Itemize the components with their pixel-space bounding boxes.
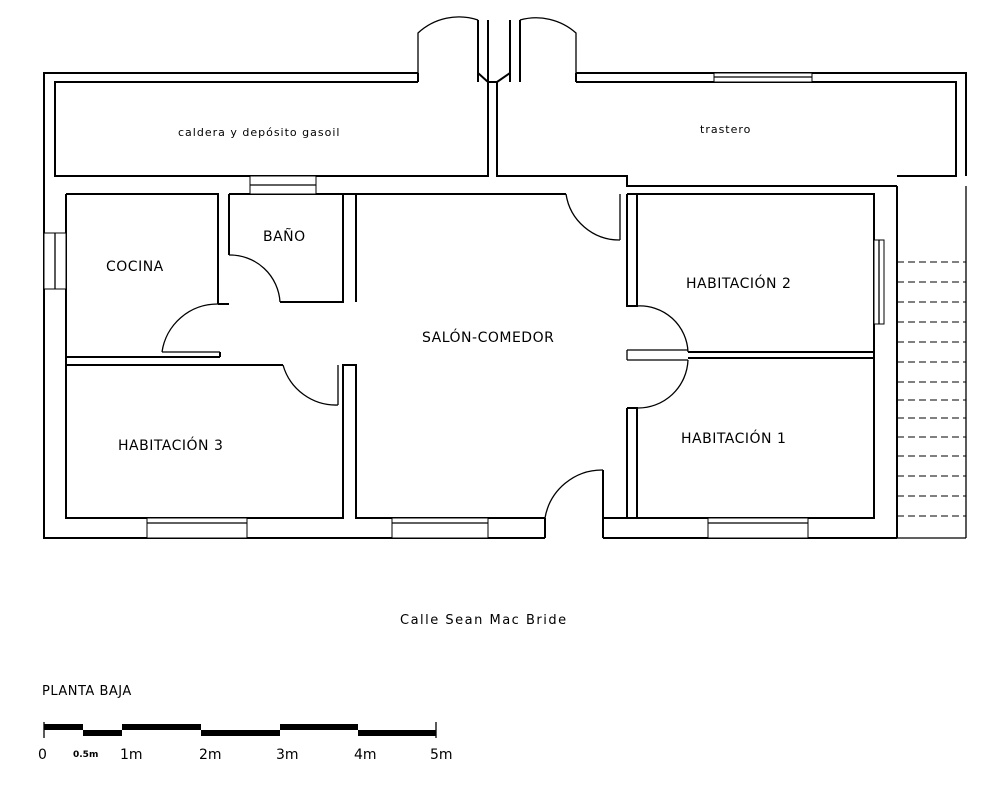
scale-label-0-5m: 0.5m <box>73 750 98 760</box>
scale-segment <box>122 724 201 730</box>
room-label-trastero: trastero <box>700 123 751 136</box>
scale-label-0: 0 <box>38 747 47 763</box>
scale-label-2m: 2m <box>199 747 222 763</box>
inner-walls <box>65 193 875 538</box>
room-label-habitacion-2: HABITACIÓN 2 <box>686 274 791 292</box>
doors <box>161 16 689 519</box>
plan-title: PLANTA BAJA <box>42 684 132 699</box>
room-label-habitacion-1: HABITACIÓN 1 <box>681 429 786 447</box>
scale-segment <box>201 730 280 736</box>
room-label-caldera: caldera y depósito gasoil <box>178 126 340 139</box>
room-label-cocina: COCINA <box>106 259 164 275</box>
scale-label-5m: 5m <box>430 747 453 763</box>
scale-label-4m: 4m <box>354 747 377 763</box>
scale-label-1m: 1m <box>120 747 143 763</box>
street-label: Calle Sean Mac Bride <box>400 613 568 628</box>
room-label-bano: BAÑO <box>263 228 306 245</box>
scale-segment <box>358 730 436 736</box>
stairs <box>897 186 967 539</box>
scale-segment <box>83 730 122 736</box>
scale-label-3m: 3m <box>276 747 299 763</box>
scale-bar <box>43 722 437 738</box>
room-label-habitacion-3: HABITACIÓN 3 <box>118 436 223 454</box>
windows <box>43 72 885 539</box>
scale-segment <box>44 724 83 730</box>
outer-walls <box>43 20 967 539</box>
scale-segment <box>280 724 358 730</box>
room-label-salon-comedor: SALÓN-COMEDOR <box>422 328 554 346</box>
